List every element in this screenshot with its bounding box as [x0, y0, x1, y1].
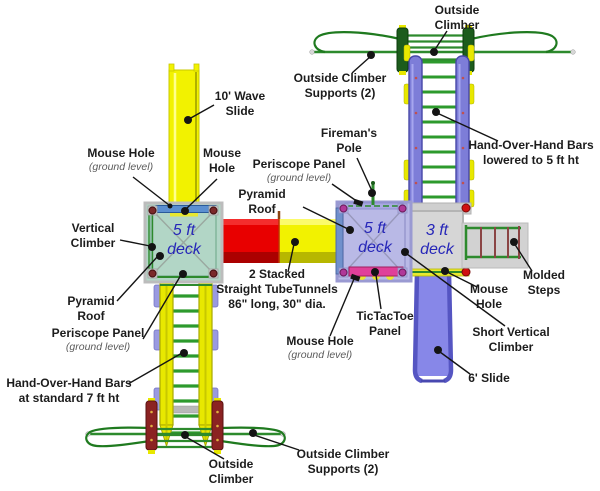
label-mouse-hole-right: Mouse Hole [469, 282, 509, 311]
six-foot-slide [412, 271, 454, 384]
label-mouse-hole-bottom: Mouse Hole (ground level) [286, 334, 354, 361]
label-outside-climber-supports-bottom: Outside Climber Supports (2) [296, 447, 390, 476]
left-5ft-deck-label: 5 ft deck [167, 222, 201, 258]
tube-tunnels [222, 211, 337, 263]
callout-dots [148, 48, 518, 439]
label-hand-over-hand-bottom: Hand-Over-Hand Bars at standard 7 ft ht [6, 376, 132, 405]
mouse-hole-marker [350, 273, 361, 282]
label-pyramid-roof-left: Pyramid Roof [67, 294, 115, 323]
molded-steps [461, 222, 529, 269]
callout-lines [116, 30, 533, 460]
label-pyramid-roof-right: Pyramid Roof [238, 187, 286, 216]
hand-over-hand-bars-top [403, 44, 475, 214]
label-mouse-hole-left: Mouse Hole (ground level) [87, 146, 155, 173]
label-tube-tunnels: 2 Stacked Straight TubeTunnels 86" long,… [216, 267, 338, 311]
label-hand-over-hand-top: Hand-Over-Hand Bars lowered to 5 ft ht [468, 138, 594, 167]
label-tictactoe-panel: TicTacToe Panel [356, 309, 414, 338]
label-firemans-pole: Fireman's Pole [320, 126, 378, 155]
label-short-vertical-climber: Short Vertical Climber [472, 325, 550, 354]
label-periscope-panel-left: Periscope Panel (ground level) [51, 326, 145, 353]
label-wave-slide: 10' Wave Slide [214, 89, 266, 118]
periscope-marker [353, 198, 364, 207]
label-vertical-climber: Vertical Climber [70, 221, 116, 250]
label-outside-climber-top: Outside Climber [434, 3, 480, 32]
three-ft-deck [410, 203, 471, 277]
three-ft-deck-label: 3 ft deck [420, 222, 454, 258]
label-periscope-panel-right: Periscope Panel (ground level) [252, 157, 346, 184]
label-six-slide: 6' Slide [468, 371, 510, 385]
label-outside-climber-bottom: Outside Climber [208, 457, 254, 486]
label-molded-steps: Molded Steps [523, 268, 565, 297]
label-outside-climber-supports-top: Outside Climber Supports (2) [293, 71, 387, 100]
hand-over-hand-bars-bottom [153, 281, 219, 448]
right-5ft-deck-label: 5 ft deck [358, 220, 392, 256]
label-mouse-hole-top: Mouse Hole [202, 146, 242, 175]
wave-slide [168, 63, 200, 211]
